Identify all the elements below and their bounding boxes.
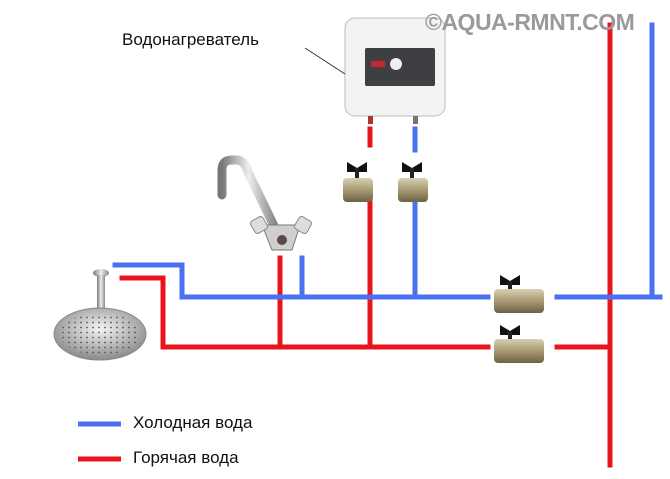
ball-valve-icon [398, 162, 428, 202]
ball-valve-icon [494, 275, 544, 313]
ball-valve-icon [494, 325, 544, 363]
heater-label: Водонагреватель [122, 30, 259, 49]
heater-leader-line [304, 47, 346, 75]
ball-valve-icon [343, 162, 373, 202]
hot-water-pipes [119, 22, 613, 468]
faucet-icon [217, 155, 312, 251]
shower-head-icon [53, 269, 147, 361]
water-heater [344, 17, 446, 124]
watermark: ©AQUA-RMNT.COM [425, 9, 635, 35]
legend-cold-label: Холодная вода [133, 413, 253, 432]
cold-water-pipes [112, 22, 663, 300]
legend-hot-label: Горячая вода [133, 448, 239, 467]
